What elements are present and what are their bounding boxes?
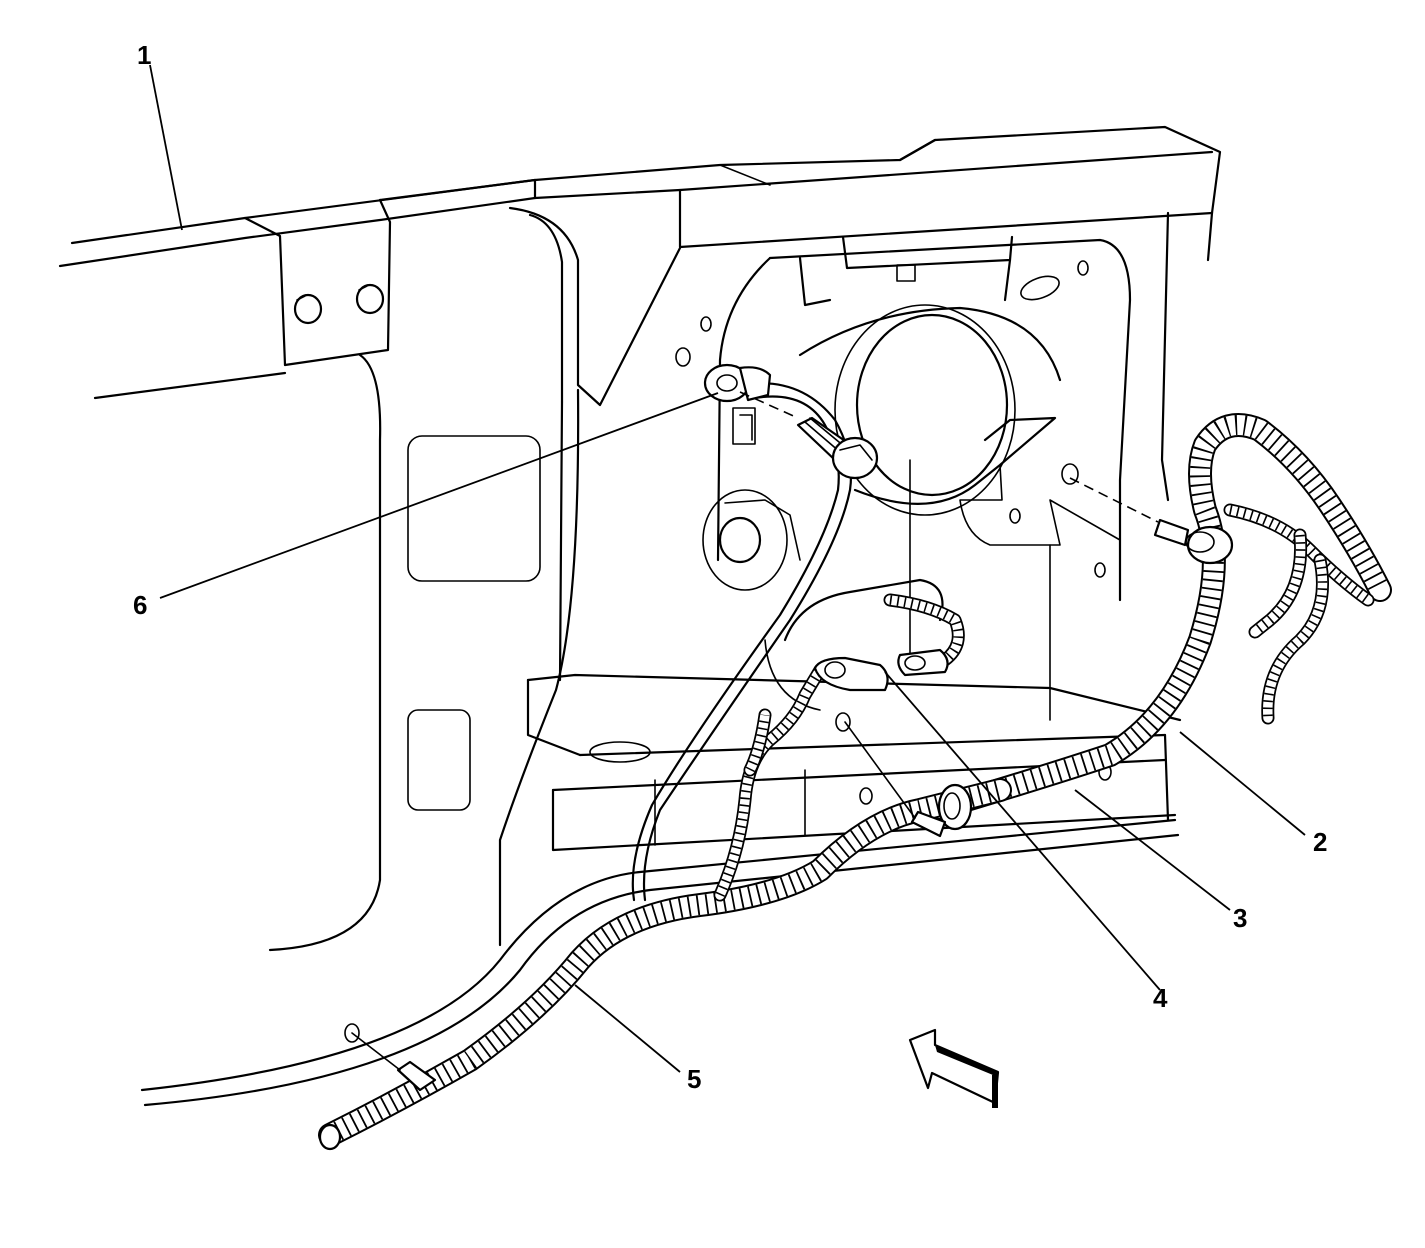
bracket-bolts <box>293 283 385 325</box>
body-panel <box>268 206 1214 952</box>
view-direction-arrow-icon <box>908 1028 1000 1108</box>
callout-3: 3 <box>1233 903 1247 933</box>
callout-5: 5 <box>687 1064 701 1094</box>
harness-5 <box>318 663 1012 1151</box>
leader-lines <box>149 64 1306 1073</box>
upper-frame-rail <box>58 125 1222 400</box>
callout-6: 6 <box>133 590 147 620</box>
connector-4 <box>813 593 965 692</box>
lower-sill <box>140 818 1180 1107</box>
harness-2 <box>928 413 1392 820</box>
ground-wire-6 <box>631 363 879 902</box>
callout-2: 2 <box>1313 827 1327 857</box>
callout-4: 4 <box>1153 983 1168 1013</box>
callout-1: 1 <box>137 40 151 70</box>
